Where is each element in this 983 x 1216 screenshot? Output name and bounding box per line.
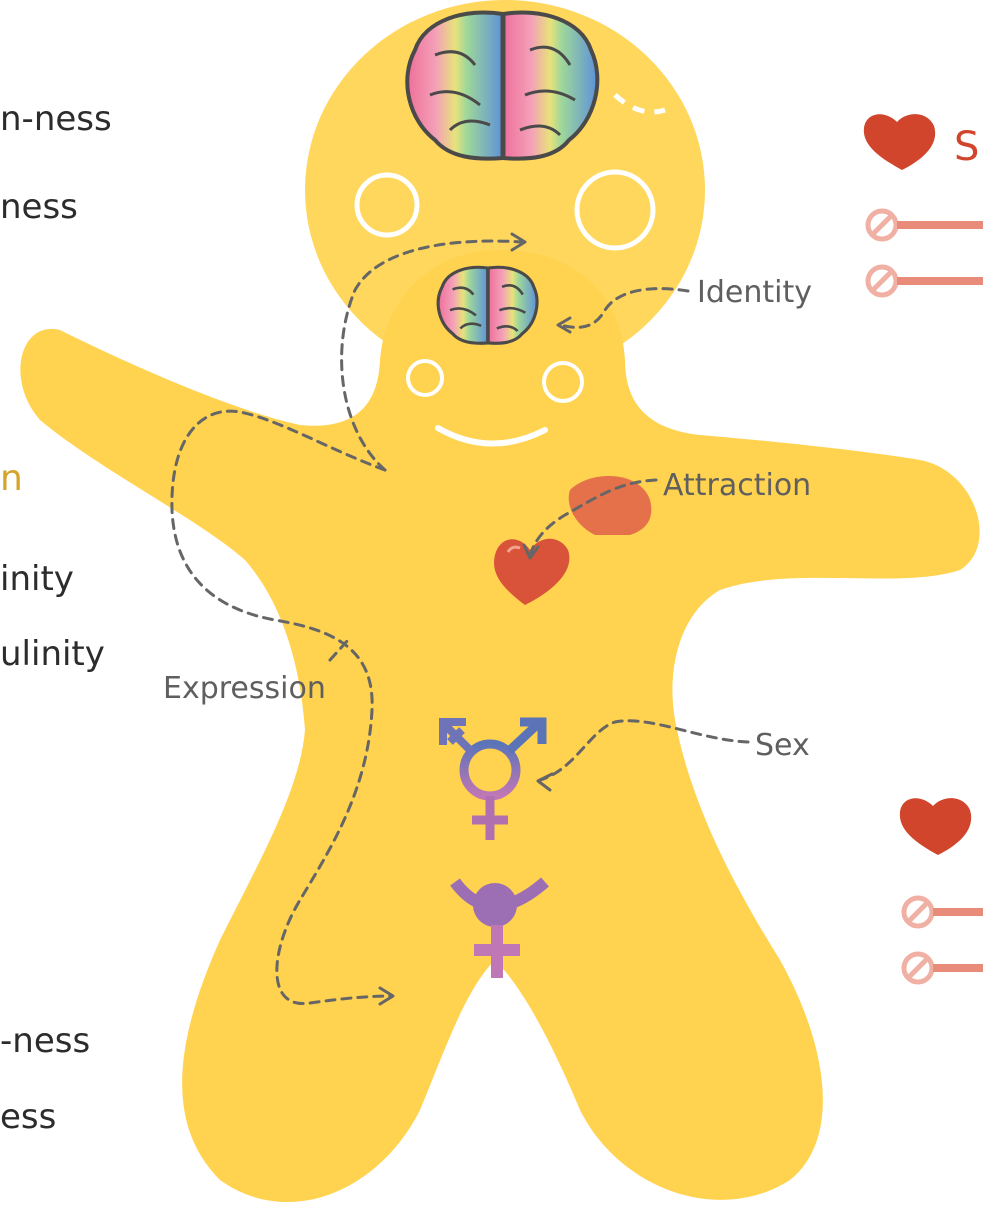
gingerbread-person bbox=[20, 250, 979, 1202]
scale-bar bbox=[897, 277, 983, 285]
sex-label: Sex bbox=[755, 728, 810, 763]
left-fragment-mid-1: inity bbox=[0, 559, 74, 599]
identity-label: Identity bbox=[697, 275, 812, 310]
expression-label: Expression bbox=[163, 671, 326, 706]
brain-icon bbox=[407, 13, 597, 159]
heart-icon bbox=[900, 798, 971, 855]
none-circle-slash-icon bbox=[904, 954, 932, 982]
left-fragment-top-1: n-ness bbox=[0, 99, 112, 139]
left-fragment-heading: n bbox=[0, 458, 23, 499]
left-fragment-mid-2: ulinity bbox=[0, 634, 105, 674]
brain-icon bbox=[438, 267, 537, 343]
none-circle-slash-icon bbox=[904, 898, 932, 926]
heart-icon bbox=[864, 114, 935, 170]
right-heading-fragment: S bbox=[954, 124, 979, 170]
left-fragment-bottom-2: ess bbox=[0, 1097, 56, 1137]
scale-bar bbox=[933, 908, 983, 916]
none-circle-slash-icon bbox=[868, 267, 896, 295]
scale-bar bbox=[897, 221, 983, 229]
left-fragment-bottom-1: -ness bbox=[0, 1021, 90, 1061]
attraction-label: Attraction bbox=[663, 468, 811, 503]
scale-bar bbox=[933, 964, 983, 972]
left-fragment-top-2: ness bbox=[0, 187, 78, 227]
right-legend-top: S bbox=[864, 114, 983, 295]
none-circle-slash-icon bbox=[868, 211, 896, 239]
right-legend-bottom bbox=[900, 798, 983, 982]
